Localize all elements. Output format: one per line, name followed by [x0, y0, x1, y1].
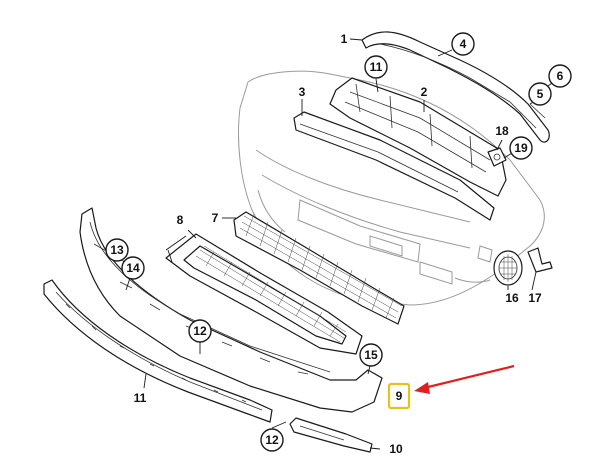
svg-text:12: 12 [265, 433, 279, 447]
label-3: 3 [299, 85, 306, 99]
label-11-bottom: 11 [134, 391, 147, 405]
svg-text:13: 13 [110, 243, 124, 257]
callout-6: 6 [548, 64, 572, 88]
label-1: 1 [341, 32, 348, 46]
label-8: 8 [177, 213, 184, 227]
svg-text:4: 4 [460, 37, 467, 51]
top-trim-strip [361, 31, 550, 143]
svg-text:15: 15 [364, 348, 378, 362]
callout-11-top: 11 [364, 55, 388, 79]
callout-12-mid: 12 [188, 319, 212, 343]
label-10: 10 [389, 442, 403, 456]
svg-text:19: 19 [514, 141, 528, 155]
lower-splitter [43, 279, 273, 423]
svg-text:6: 6 [557, 69, 564, 83]
lower-strip [289, 417, 373, 453]
lower-grille-frame [165, 233, 363, 355]
callout-12-bottom: 12 [260, 428, 284, 452]
small-clip [487, 147, 507, 167]
callout-5: 5 [528, 82, 552, 106]
label-9: 9 [396, 389, 403, 403]
callout-4: 4 [451, 32, 475, 56]
callout-15: 15 [359, 343, 383, 367]
svg-text:5: 5 [537, 87, 544, 101]
callout-14: 14 [121, 256, 145, 280]
svg-text:12: 12 [193, 324, 207, 338]
carrier-bar [293, 111, 495, 221]
highlight-arrow [414, 364, 515, 394]
highlight-box [387, 382, 411, 410]
svg-text:11: 11 [370, 60, 383, 74]
label-16: 16 [505, 291, 519, 305]
upper-grille-carrier [329, 77, 507, 197]
callout-13: 13 [105, 238, 129, 262]
label-2: 2 [421, 85, 428, 99]
svg-text:14: 14 [126, 261, 140, 275]
lower-bumper-trim [79, 207, 383, 413]
label-7: 7 [212, 211, 219, 225]
bracket [527, 247, 553, 273]
label-17: 17 [528, 291, 542, 305]
mesh-grille [233, 211, 405, 325]
callout-19: 19 [509, 136, 533, 160]
label-18: 18 [495, 124, 509, 138]
fog-light-cover [493, 250, 523, 286]
